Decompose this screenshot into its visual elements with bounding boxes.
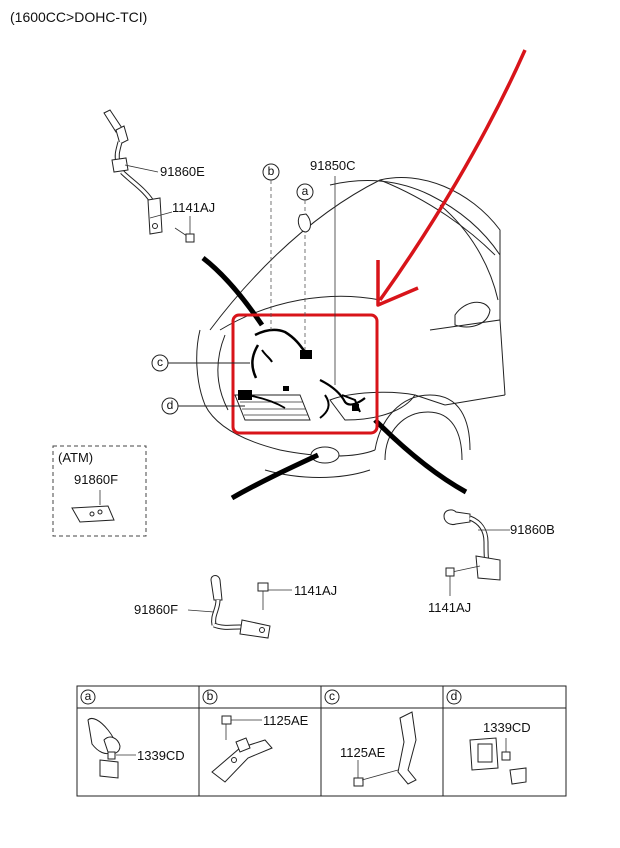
callout-b: b: [262, 163, 280, 181]
engine-spec-title: (1600CC>DOHC-TCI): [10, 9, 147, 25]
label-1141AJ-mid: 1141AJ: [294, 583, 337, 598]
part-91860F-atm: [71, 505, 115, 523]
table-header-d: d: [446, 689, 462, 705]
svg-text:b: b: [268, 164, 275, 178]
detail-b-bracket: [211, 715, 273, 783]
svg-text:a: a: [85, 689, 92, 703]
detail-a-label: 1339CD: [137, 748, 185, 763]
svg-text:b: b: [207, 689, 214, 703]
svg-text:a: a: [302, 184, 309, 198]
detail-b-label: 1125AE: [263, 713, 309, 728]
callout-d: d: [161, 397, 179, 415]
swoosh-lower-right: [373, 418, 468, 495]
callout-a: a: [296, 183, 314, 201]
svg-text:c: c: [157, 355, 163, 369]
label-1141AJ-right: 1141AJ: [428, 600, 471, 615]
label-91860F-atm: 91860F: [74, 472, 118, 487]
detail-d-label: 1339CD: [483, 720, 531, 735]
cable-91860F: [187, 575, 271, 639]
table-header-c: c: [324, 689, 340, 705]
swoosh-lower-left: [230, 452, 320, 501]
car-front-illustration: [196, 176, 506, 478]
detail-c-label: 1125AE: [340, 745, 386, 760]
cable-91860B: [443, 509, 510, 596]
svg-text:d: d: [451, 689, 458, 703]
label-91860E: 91860E: [160, 164, 205, 179]
label-1141AJ-top: 1141AJ: [172, 200, 215, 215]
svg-text:d: d: [167, 398, 174, 412]
detail-table: [76, 685, 567, 797]
red-arrow: [376, 49, 527, 307]
label-91850C: 91850C: [310, 158, 356, 173]
callout-c: c: [151, 354, 169, 372]
label-91860B: 91860B: [510, 522, 555, 537]
cable-91860E: [103, 109, 173, 235]
detail-a-grommet: [87, 717, 121, 779]
detail-c-bracket: [353, 711, 417, 787]
atm-label: (ATM): [58, 450, 93, 465]
table-header-a: a: [80, 689, 96, 705]
bolt-1141AJ-mid: [257, 582, 292, 610]
wiring-harness: [238, 328, 366, 419]
swoosh-upper-left: [201, 256, 265, 327]
detail-d-clip: [469, 737, 527, 785]
bolt-1141AJ-top: [174, 216, 195, 243]
label-91860F: 91860F: [134, 602, 178, 617]
svg-text:c: c: [329, 689, 335, 703]
table-header-b: b: [202, 689, 218, 705]
